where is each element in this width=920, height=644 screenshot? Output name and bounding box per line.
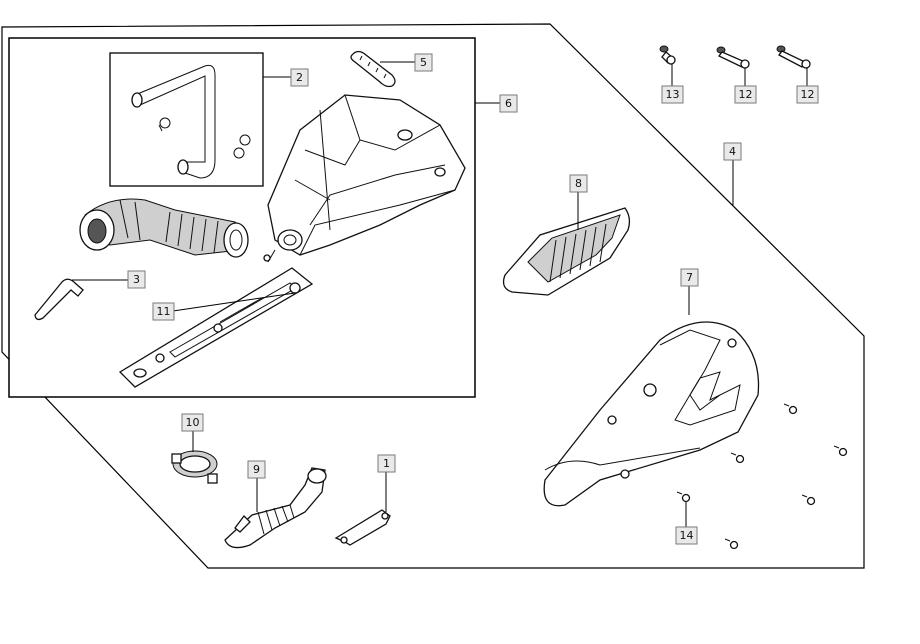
callout-2-label: 2 bbox=[296, 71, 303, 84]
callout-14: 14 bbox=[675, 526, 698, 545]
callout-6: 6 bbox=[499, 94, 518, 113]
intake-duct-drawing bbox=[224, 467, 327, 549]
callout-11-label: 11 bbox=[157, 305, 171, 318]
callout-6-label: 6 bbox=[505, 97, 512, 110]
callout-5-label: 5 bbox=[420, 56, 427, 69]
screws-drawing bbox=[676, 403, 848, 550]
callout-12a: 12 bbox=[734, 85, 757, 104]
callout-1-label: 1 bbox=[383, 457, 390, 470]
callout-7-label: 7 bbox=[686, 271, 693, 284]
bolts-drawing bbox=[659, 45, 811, 69]
callout-3-label: 3 bbox=[133, 273, 140, 286]
callout-12b: 12 bbox=[796, 85, 819, 104]
callout-13: 13 bbox=[661, 85, 684, 104]
callout-5: 5 bbox=[414, 53, 433, 72]
callout-4: 4 bbox=[723, 142, 742, 161]
callout-11: 11 bbox=[152, 302, 175, 321]
callout-12b-label: 12 bbox=[801, 88, 815, 101]
hose-clamp-drawing bbox=[171, 450, 218, 484]
callout-10: 10 bbox=[181, 413, 204, 432]
hose-drawing bbox=[350, 50, 396, 88]
callout-7: 7 bbox=[680, 268, 699, 287]
callout-9: 9 bbox=[247, 460, 266, 479]
callout-14-label: 14 bbox=[680, 529, 694, 542]
callout-10-label: 10 bbox=[186, 416, 200, 429]
air-box-housing-drawing bbox=[263, 94, 466, 263]
callout-2: 2 bbox=[290, 68, 309, 87]
filter-element-drawing bbox=[502, 207, 631, 296]
intake-rubber-drawing bbox=[79, 198, 249, 258]
breather-hose-drawing bbox=[131, 64, 251, 179]
drain-tube-drawing bbox=[34, 278, 84, 321]
callout-1: 1 bbox=[377, 454, 396, 473]
callout-8-label: 8 bbox=[575, 177, 582, 190]
bracket-drawing bbox=[334, 509, 391, 546]
callout-9-label: 9 bbox=[253, 463, 260, 476]
callout-12a-label: 12 bbox=[739, 88, 753, 101]
callout-8: 8 bbox=[569, 174, 588, 193]
callout-3: 3 bbox=[127, 270, 146, 289]
assembly-outline bbox=[1, 23, 865, 569]
callout-13-label: 13 bbox=[666, 88, 680, 101]
callout-4-label: 4 bbox=[729, 145, 736, 158]
air-filter-cover-drawing bbox=[543, 321, 760, 507]
leader-lines bbox=[72, 61, 808, 527]
